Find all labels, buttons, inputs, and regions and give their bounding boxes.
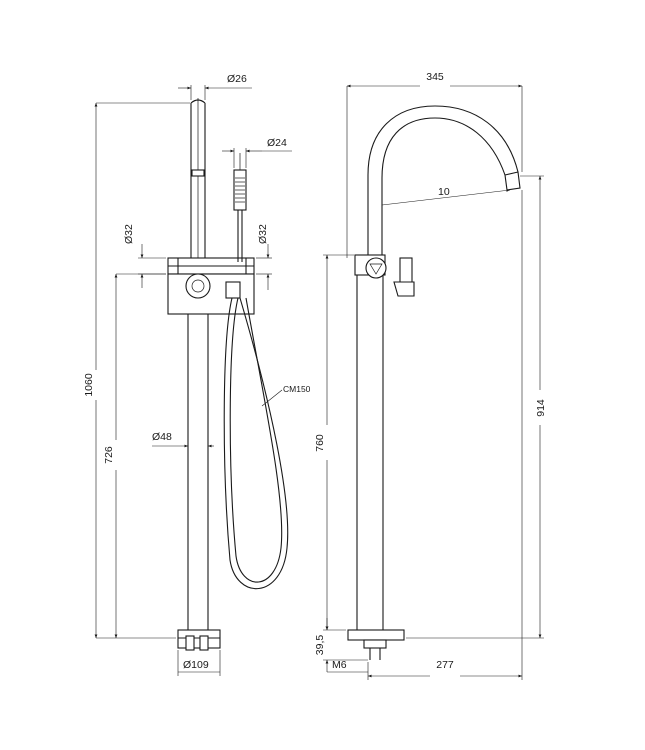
label-front-mixer-height: 760 (314, 434, 326, 452)
label-mixer-height: 726 (103, 446, 115, 464)
mixer-body (167, 257, 255, 315)
dim-lever-right: Ø32 (256, 224, 272, 290)
front-view: 345 10 914 760 39,5 (314, 71, 547, 680)
hose (223, 297, 289, 590)
side-view: Ø26 Ø24 Ø32 Ø32 (83, 73, 311, 676)
label-lever-left: Ø32 (123, 224, 135, 244)
dim-base-diameter: Ø109 (177, 650, 221, 676)
dim-column-diameter: Ø48 (152, 431, 214, 448)
dim-spout-diameter: Ø26 (178, 73, 252, 100)
front-base (347, 629, 405, 660)
label-total-height: 1060 (83, 373, 95, 397)
dim-hose-length: CM150 (261, 384, 311, 407)
front-mixer (354, 254, 415, 297)
dim-spout-drop: 10 (381, 186, 511, 206)
dim-front-mixer-height: 760 (314, 254, 354, 630)
label-reach: 345 (426, 71, 444, 83)
dim-reach: 345 (346, 71, 523, 258)
dim-lever-left: Ø32 (123, 224, 166, 288)
label-base-height: 39,5 (314, 635, 326, 656)
label-spout-diameter: Ø26 (227, 73, 247, 85)
dim-handshower-diameter: Ø24 (222, 137, 292, 168)
dim-total-height: 1060 (83, 102, 190, 639)
base (177, 629, 221, 651)
label-hose: CM150 (283, 384, 311, 394)
column (187, 314, 209, 630)
label-handshower-diameter: Ø24 (267, 137, 287, 149)
label-thread: M6 (332, 659, 347, 671)
label-spout-drop: 10 (438, 186, 450, 198)
dim-base-width: 277 (367, 190, 523, 680)
dim-thread: M6 (327, 659, 368, 673)
label-column-diameter: Ø48 (152, 431, 172, 443)
label-outlet-height: 914 (535, 399, 547, 417)
dim-outlet-height: 914 (406, 175, 547, 639)
dim-mixer-height: 726 (103, 273, 166, 638)
label-base-diameter: Ø109 (183, 659, 209, 671)
hand-shower (233, 153, 247, 262)
spout-tube (190, 98, 206, 258)
spout-arc (367, 105, 521, 255)
front-column (356, 275, 384, 630)
label-base-width: 277 (436, 659, 454, 671)
label-lever-right: Ø32 (257, 224, 269, 244)
dim-base-height: 39,5 (314, 618, 368, 672)
